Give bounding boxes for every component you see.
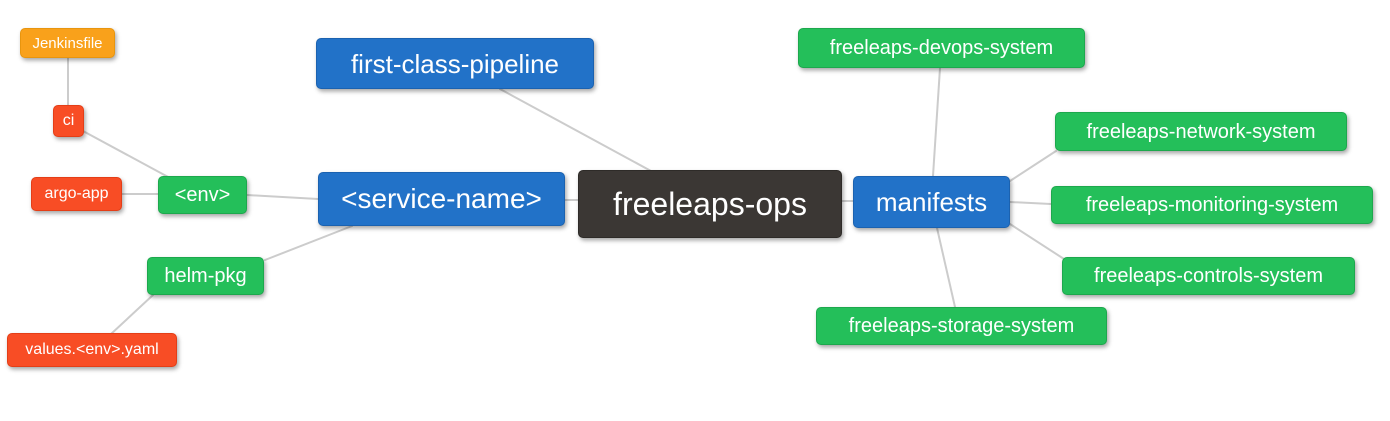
edge-manifests-freeleaps-monitoring-system bbox=[1009, 201, 1052, 205]
node-first-class-pipeline[interactable]: first-class-pipeline bbox=[316, 38, 594, 89]
node-freeleaps-monitoring-system[interactable]: freeleaps-monitoring-system bbox=[1051, 186, 1373, 224]
edge-first-class-pipeline-freeleaps-ops bbox=[499, 88, 652, 172]
node-manifests[interactable]: manifests bbox=[853, 176, 1010, 228]
node-freeleaps-controls-system[interactable]: freeleaps-controls-system bbox=[1062, 257, 1355, 295]
node-values-env-yaml[interactable]: values.<env>.yaml bbox=[7, 333, 177, 367]
edge-manifests-freeleaps-network-system bbox=[1009, 150, 1057, 182]
node-argo-app[interactable]: argo-app bbox=[31, 177, 122, 211]
node-freeleaps-network-system[interactable]: freeleaps-network-system bbox=[1055, 112, 1347, 151]
node-freeleaps-devops-system[interactable]: freeleaps-devops-system bbox=[798, 28, 1085, 68]
node-helm-pkg[interactable]: helm-pkg bbox=[147, 257, 264, 295]
edge-manifests-freeleaps-storage-system bbox=[936, 227, 956, 308]
edge-ci-env bbox=[82, 130, 171, 179]
node-ci[interactable]: ci bbox=[53, 105, 84, 137]
node-env[interactable]: <env> bbox=[158, 176, 247, 214]
edge-env-service-name bbox=[246, 194, 319, 200]
node-service-name[interactable]: <service-name> bbox=[318, 172, 565, 226]
edge-helm-pkg-values-env-yaml bbox=[110, 294, 154, 335]
edge-service-name-helm-pkg bbox=[264, 225, 353, 261]
node-freeleaps-storage-system[interactable]: freeleaps-storage-system bbox=[816, 307, 1107, 345]
edge-manifests-freeleaps-devops-system bbox=[932, 67, 941, 177]
node-jenkinsfile[interactable]: Jenkinsfile bbox=[20, 28, 115, 58]
edge-manifests-freeleaps-controls-system bbox=[1009, 223, 1065, 260]
node-freeleaps-ops[interactable]: freeleaps-ops bbox=[578, 170, 842, 238]
